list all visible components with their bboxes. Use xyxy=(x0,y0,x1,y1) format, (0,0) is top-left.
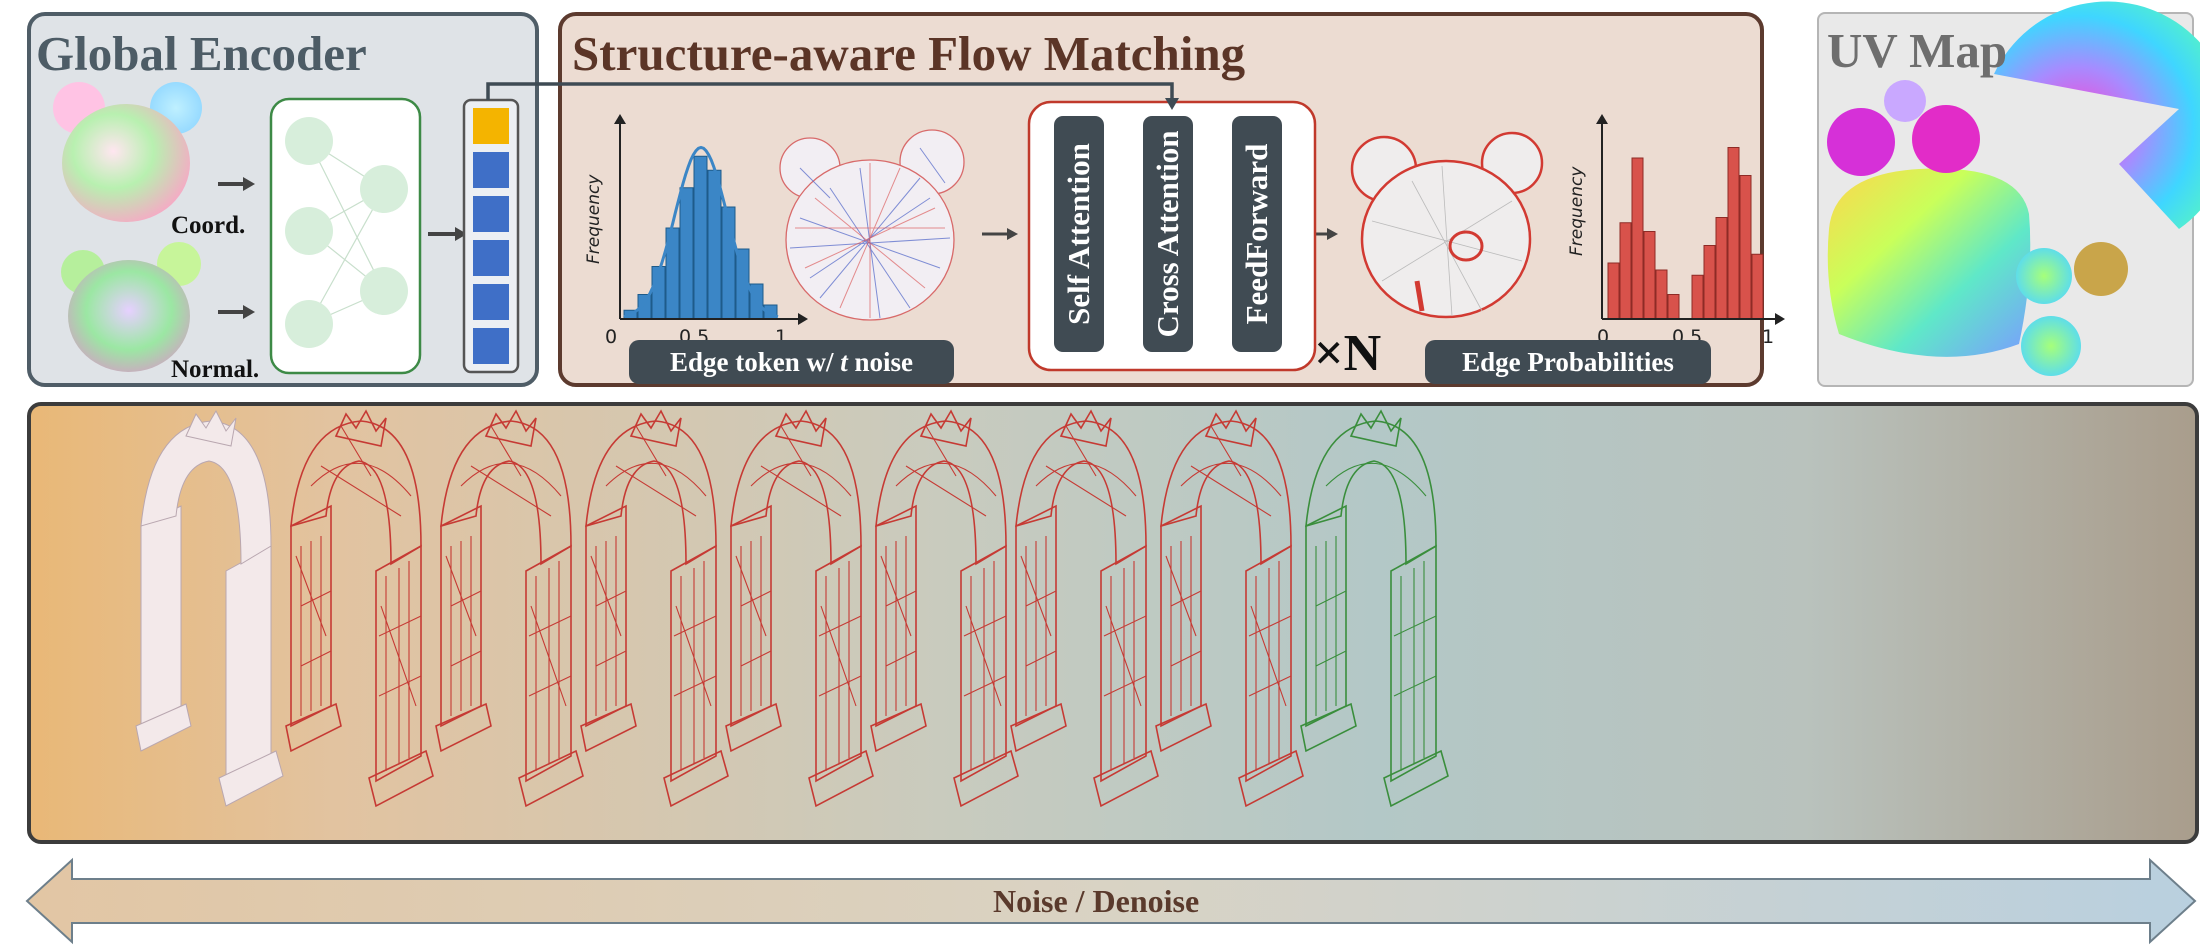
edge-prob-bar xyxy=(1751,253,1764,320)
edge-probability-bars xyxy=(1607,147,1764,320)
edge-prob-bar xyxy=(1667,294,1680,320)
noise-denoise-label: Noise / Denoise xyxy=(993,883,1200,919)
noise-denoise-arrow xyxy=(25,857,2197,945)
prob-hist-y-label: Frequency xyxy=(1567,166,1587,256)
noisy-wireframe-arch xyxy=(1010,409,1159,808)
prob-hist-tick-1: 1 xyxy=(1762,326,1775,348)
clean-wireframe-arch xyxy=(1300,409,1449,808)
edge-prob-bar xyxy=(1643,231,1656,320)
uv-map-title: UV Map xyxy=(1827,23,2008,78)
noisy-wireframe-arch xyxy=(435,409,584,808)
edge-prob-bar xyxy=(1703,245,1716,320)
arch-instances xyxy=(135,409,1449,808)
self-attention-block: Self Attention xyxy=(1054,116,1104,352)
uv-map-image xyxy=(1827,1,2200,376)
flow-matching-title: Structure-aware Flow Matching xyxy=(572,26,1246,81)
noise-gaussian-curve xyxy=(623,145,779,319)
predicted-edge-mesh xyxy=(1350,131,1544,319)
edge-prob-bar xyxy=(1631,157,1644,320)
global-token-column xyxy=(462,98,520,374)
global-encoder-title: Global Encoder xyxy=(36,26,367,81)
edge-probabilities-label: Edge Probabilities xyxy=(1425,340,1711,384)
coord-label: Coord. xyxy=(171,212,246,239)
encoder-input-arrows xyxy=(218,177,467,319)
noisy-wireframe-arch xyxy=(580,409,729,808)
normal-label: Normal. xyxy=(171,356,260,383)
edge-probability-histogram xyxy=(1596,114,1785,325)
edge-prob-bar xyxy=(1727,147,1740,320)
edge-prob-bar xyxy=(1715,217,1728,320)
edge-prob-bar xyxy=(1655,269,1668,320)
noisy-wireframe-arch xyxy=(285,409,434,808)
edge-prob-bar xyxy=(1607,262,1620,320)
encoder-illustration xyxy=(53,82,520,375)
edge-prob-bar xyxy=(1691,274,1704,320)
repeat-n-label: ×N xyxy=(1314,325,1382,382)
normal-mesh-image xyxy=(61,242,201,372)
flow-matching-panel: Structure-aware Flow Matching Frequency … xyxy=(558,12,1785,387)
noise-hist-tick-0: 0 xyxy=(605,326,618,348)
arch-sequence xyxy=(135,409,1449,808)
uv-map-panel: UV Map xyxy=(1817,1,2200,387)
noisy-wireframe-arch xyxy=(870,409,1019,808)
noisy-wireframe-arch xyxy=(725,409,874,808)
global-token-connector xyxy=(486,82,1179,110)
global-encoder-panel: Global Encoder xyxy=(27,12,539,387)
edge-token-label: Edge token w/ t noise xyxy=(629,340,954,384)
edge-prob-bar xyxy=(1619,222,1632,320)
coord-mesh-image xyxy=(53,82,202,222)
noise-histogram xyxy=(614,114,808,325)
edge-prob-bar xyxy=(1739,175,1752,320)
cross-attention-block: Cross Attention xyxy=(1143,116,1193,352)
noisy-wireframe-arch xyxy=(1155,409,1304,808)
denoising-sequence-panel xyxy=(27,402,2199,844)
encoder-network xyxy=(269,97,422,375)
noisy-edge-mesh xyxy=(779,129,965,321)
feedforward-block: FeedForward xyxy=(1232,116,1282,352)
solid-mesh-arch xyxy=(135,409,284,807)
